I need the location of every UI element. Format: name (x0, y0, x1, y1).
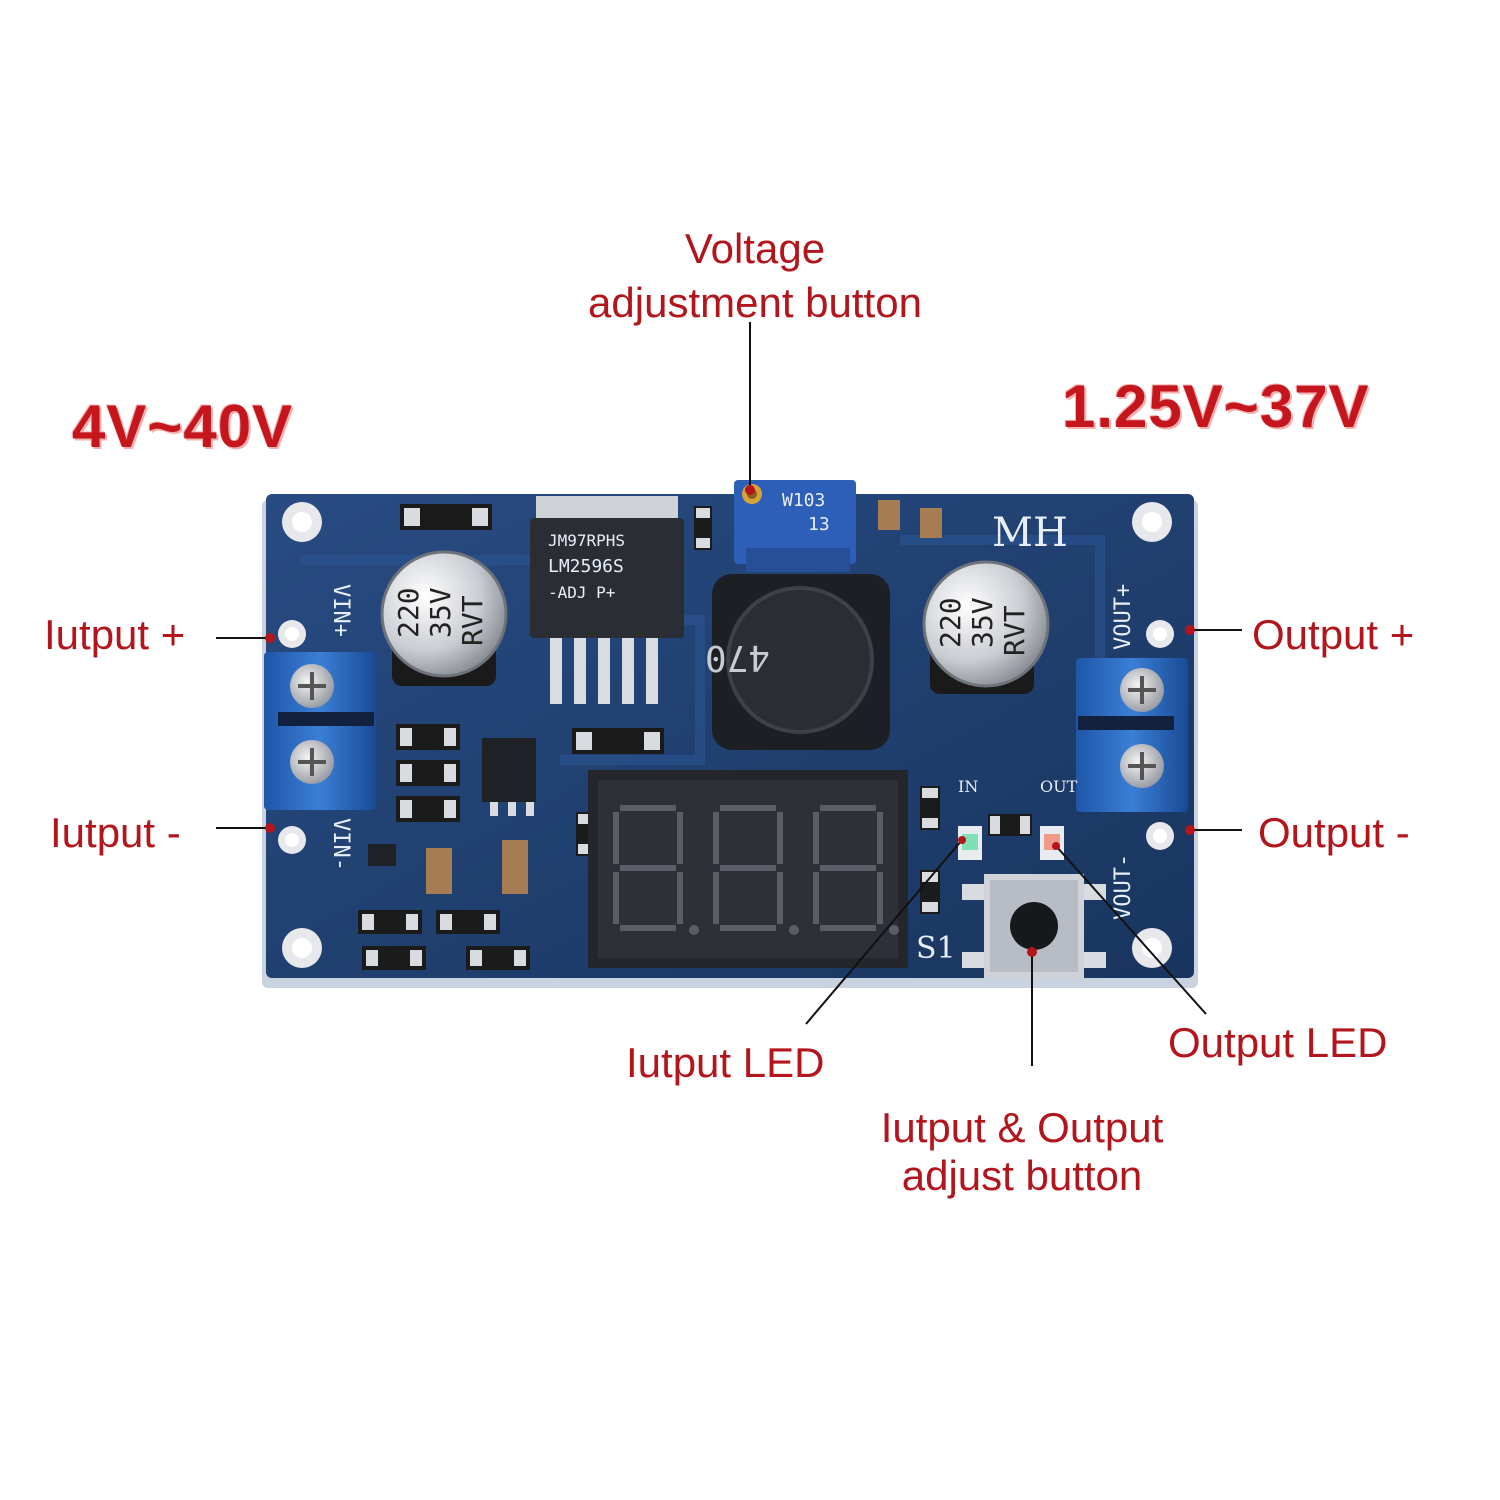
input-plus-label: Iutput + (44, 611, 186, 658)
led-out-silk: OUT (1040, 777, 1078, 796)
input-terminal-block (264, 652, 376, 810)
callout-leaders (216, 322, 1242, 1066)
output-cap-voltage: 35V (966, 597, 999, 648)
tactile-switch (962, 874, 1106, 978)
output-cap-series: RVT (998, 605, 1031, 656)
input-cap-series: RVT (456, 595, 489, 646)
chip-line-2: LM2596S (548, 556, 624, 577)
output-led (1040, 826, 1064, 860)
output-range-label: 1.25V~37V (1062, 373, 1370, 440)
regulator-chip: JM97RPHS LM2596S -ADJ P+ (530, 496, 684, 704)
io-adjust-line-1: Iutput & Output (880, 1104, 1164, 1151)
vout-minus-silk: VOUT- (1111, 854, 1136, 920)
io-adjust-label: Iutput & Output adjust button (812, 1104, 1232, 1200)
vout-plus-silk: VOUT+ (1111, 584, 1136, 650)
mounting-holes (278, 502, 1174, 968)
smd-resistors (358, 500, 1032, 970)
input-cap-value: 220 (392, 587, 425, 638)
pot-line-1: W103 (782, 490, 825, 511)
io-adjust-line-2: adjust button (901, 1152, 1143, 1199)
output-terminal-block (1076, 658, 1188, 812)
led-in-silk: IN (958, 777, 978, 796)
vin-minus-silk: VIN- (328, 818, 353, 871)
potentiometer: W103 13 (734, 480, 856, 572)
seven-segment-digits (613, 805, 899, 935)
output-minus-label: Output - (1258, 809, 1410, 856)
chip-line-3: -ADJ P+ (548, 583, 615, 602)
inductor-label: 470 (705, 637, 770, 678)
voltage-adjustment-line-2: adjustment button (588, 279, 922, 326)
output-cap-value: 220 (934, 597, 967, 648)
chip-line-1: JM97RPHS (548, 531, 625, 550)
output-capacitor: 220 35V RVT (922, 560, 1050, 694)
switch-silk: S1 (916, 931, 956, 966)
pot-line-2: 13 (808, 514, 830, 535)
output-led-label: Output LED (1168, 1019, 1388, 1066)
input-cap-voltage: 35V (424, 587, 457, 638)
callout-dots (265, 485, 1195, 957)
input-minus-label: Iutput - (50, 809, 181, 856)
input-led-label: Iutput LED (626, 1039, 825, 1086)
input-range-label: 4V~40V (72, 393, 294, 460)
vin-plus-silk: VIN+ (328, 584, 353, 637)
inductor: 470 (705, 574, 890, 750)
output-plus-label: Output + (1252, 611, 1415, 658)
brand-silk: MH (992, 510, 1068, 556)
voltage-adjustment-label: Voltage adjustment button (555, 222, 955, 330)
voltage-adjustment-line-1: Voltage (684, 225, 826, 272)
input-capacitor: 220 35V RVT (380, 550, 508, 686)
